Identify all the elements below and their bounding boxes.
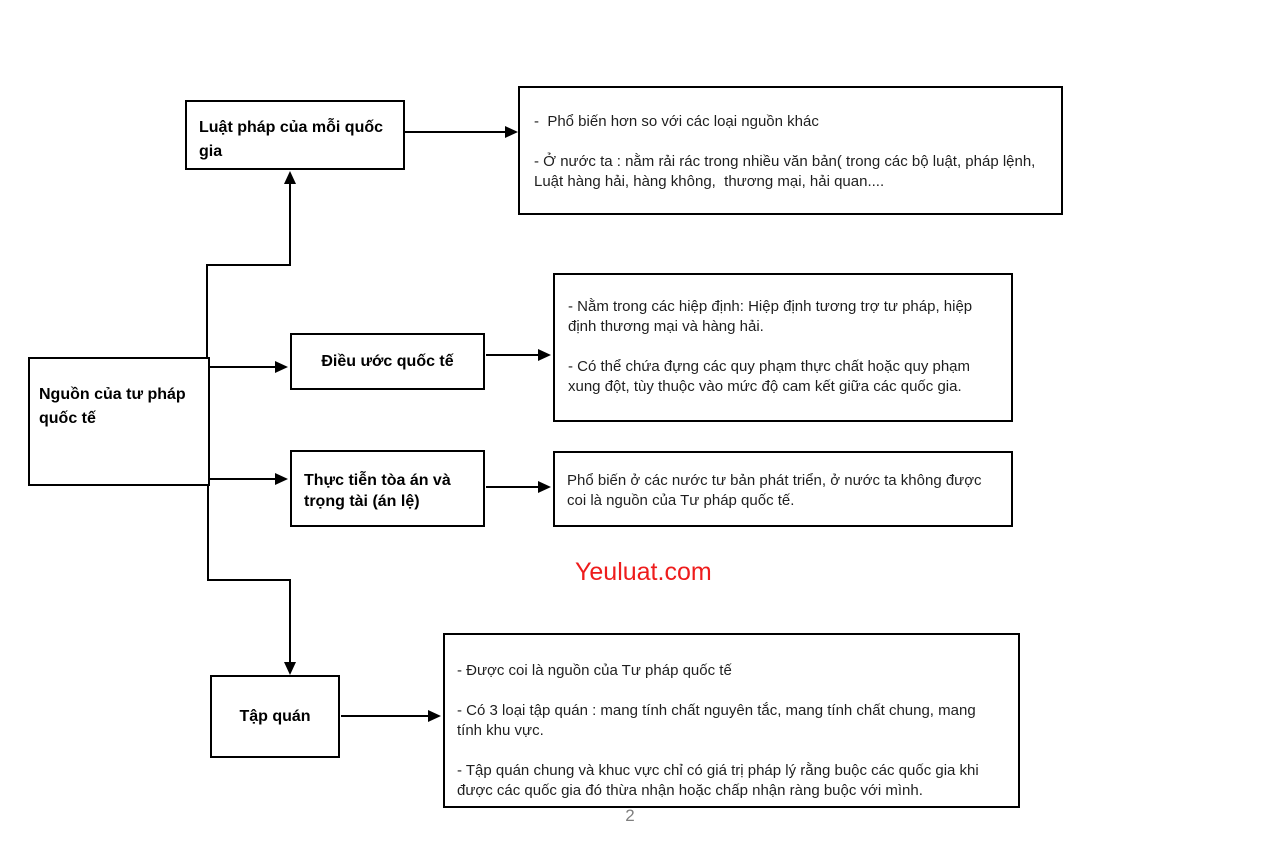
desc-paragraph: - Được coi là nguồn của Tư pháp quốc tế — [457, 662, 732, 679]
treaties-desc-box: - Nằm trong các hiệp định: Hiệp định tươ… — [553, 273, 1013, 422]
arrowhead-treaties-icon — [275, 361, 288, 373]
desc-paragraph: Phổ biến ở các nước tư bản phát triển, ở… — [567, 472, 986, 509]
desc-paragraph: - Nằm trong các hiệp định: Hiệp định tươ… — [568, 298, 977, 335]
arrowhead-up-national-law-icon — [284, 171, 296, 184]
connector-treaties-desc-line — [486, 354, 539, 356]
customs-label: Tập quán — [239, 707, 311, 725]
connector-root-up-elbow-line — [206, 264, 291, 266]
connector-customs-desc-line — [341, 715, 429, 717]
connector-root-down-line — [207, 485, 209, 581]
desc-paragraph: - Tập quán chung và khuc vực chỉ có giá … — [457, 762, 983, 799]
desc-paragraph: - Ở nước ta : nằm rải rác trong nhiều vă… — [534, 153, 1040, 190]
desc-paragraph: - Có thể chứa đựng các quy phạm thực chấ… — [568, 358, 975, 395]
national-law-label: Luật pháp của mỗi quốc gia — [199, 119, 384, 160]
arrowhead-treaties-desc-icon — [538, 349, 551, 361]
connector-court-desc-line — [486, 486, 539, 488]
connector-root-down-elbow-line — [207, 579, 291, 581]
connector-to-national-law-line — [289, 182, 291, 265]
national-law-box: Luật pháp của mỗi quốc gia — [185, 100, 405, 170]
arrowhead-court-desc-icon — [538, 481, 551, 493]
treaties-box: Điều ước quốc tế — [290, 333, 485, 390]
court-practice-desc-box: Phổ biến ở các nước tư bản phát triển, ở… — [553, 451, 1013, 527]
customs-desc-box: - Được coi là nguồn của Tư pháp quốc tế … — [443, 633, 1020, 808]
desc-paragraph: - Phổ biến hơn so với các loại nguồn khá… — [534, 113, 819, 130]
customs-box: Tập quán — [210, 675, 340, 758]
court-practice-box: Thực tiễn tòa án và trọng tài (án lệ) — [290, 450, 485, 527]
root-label: Nguồn của tư pháp quốc tế — [39, 386, 186, 427]
arrowhead-down-customs-icon — [284, 662, 296, 675]
connector-root-court-line — [210, 478, 276, 480]
connector-national-law-desc-line — [405, 131, 506, 133]
arrowhead-customs-desc-icon — [428, 710, 441, 722]
root-box: Nguồn của tư pháp quốc tế — [28, 357, 210, 486]
page-number: 2 — [625, 806, 635, 825]
treaties-label: Điều ước quốc tế — [321, 352, 454, 370]
connector-root-up-line — [206, 264, 208, 358]
national-law-desc-box: - Phổ biến hơn so với các loại nguồn khá… — [518, 86, 1063, 215]
watermark-text: Yeuluat.com — [575, 558, 712, 586]
court-practice-label: Thực tiễn tòa án và trọng tài (án lệ) — [304, 472, 451, 510]
connector-to-customs-line — [289, 579, 291, 664]
connector-root-treaties-line — [210, 366, 276, 368]
arrowhead-national-law-desc-icon — [505, 126, 518, 138]
arrowhead-court-icon — [275, 473, 288, 485]
desc-paragraph: - Có 3 loại tập quán : mang tính chất ng… — [457, 702, 980, 739]
